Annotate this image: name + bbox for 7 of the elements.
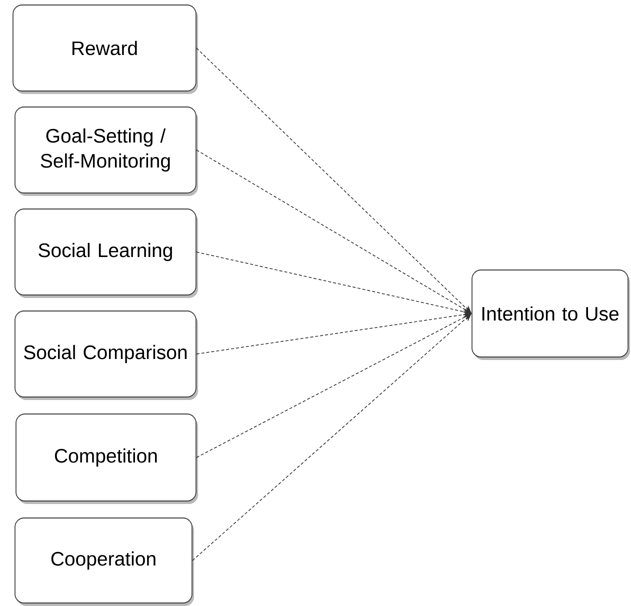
process-box: Social Comparison — [14, 310, 196, 398]
process-box: Goal-Setting / Self-Monitoring — [14, 106, 196, 194]
process-box: Social Learning — [14, 208, 196, 296]
process-box: Competition — [16, 414, 196, 502]
process-box: Intention to Use — [472, 270, 628, 358]
process-box: Reward — [12, 4, 196, 92]
process-box: Cooperation — [14, 518, 192, 604]
